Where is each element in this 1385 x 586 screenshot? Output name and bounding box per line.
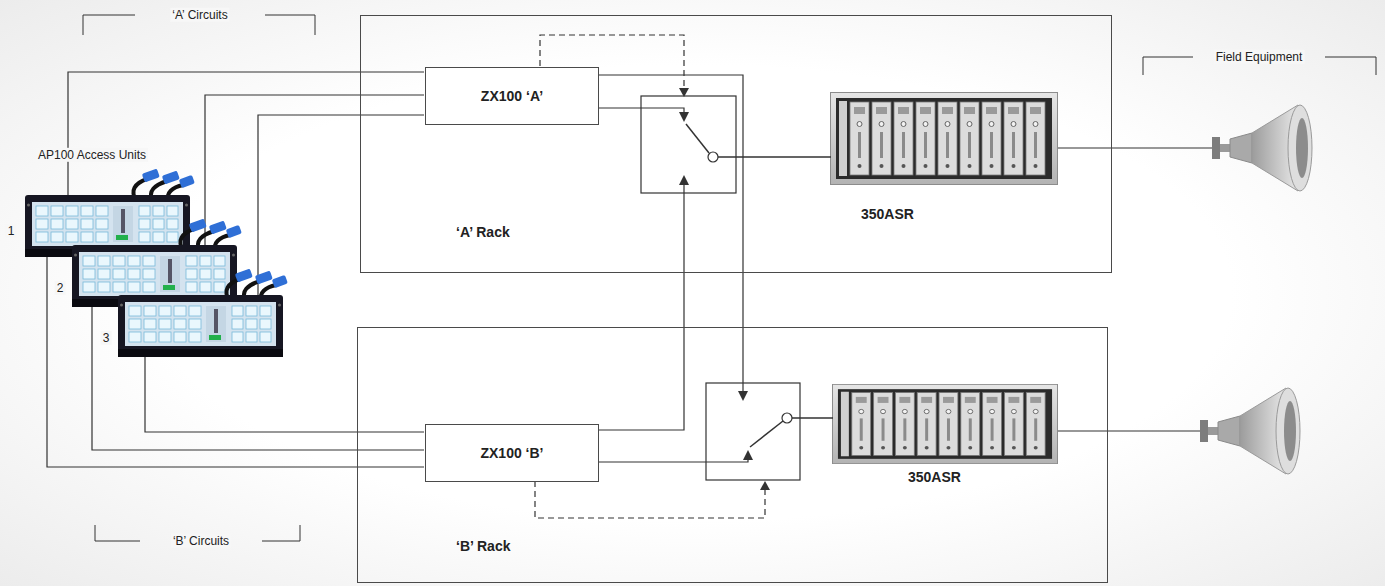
router-name: ZX100 ‘A’	[481, 88, 543, 105]
art-part	[760, 481, 770, 490]
amplifier-rack	[831, 93, 1058, 185]
amplifier-rack	[832, 384, 1057, 463]
equipment-rack: ‘A’ Rack ZX100 ‘A’ 350ASR	[360, 15, 1112, 273]
callout-number: 3	[101, 331, 112, 345]
group-label: ‘A’ Circuits	[170, 8, 229, 22]
router-name: ZX100 ‘B’	[480, 445, 543, 462]
horn-speaker	[1212, 105, 1312, 191]
wire	[145, 357, 424, 432]
wire	[258, 115, 424, 295]
rack-title: ‘B’ Rack	[456, 538, 510, 555]
access-unit	[118, 269, 288, 357]
art-part	[708, 152, 718, 162]
rack-title: ‘A’ Rack	[456, 224, 510, 241]
access-unit	[25, 169, 195, 257]
art-part	[686, 124, 709, 153]
device-label: 350ASR	[908, 469, 961, 486]
changeover-switch	[706, 383, 800, 490]
wire	[205, 95, 424, 245]
art-part	[679, 88, 689, 97]
art-part	[706, 383, 800, 480]
bracket-line	[262, 525, 300, 541]
bracket-line	[83, 15, 135, 35]
art-part	[750, 421, 783, 447]
router-box: ZX100 ‘B’	[425, 424, 599, 482]
circuit-wires	[47, 72, 1212, 467]
horn-speaker	[1200, 388, 1300, 474]
amplifier-node: 350ASR	[831, 93, 1059, 225]
equipment-rack: ‘B’ Rack ZX100 ‘B’ 350ASR	[357, 327, 1108, 583]
art-part	[641, 96, 736, 193]
bracket-line	[1143, 57, 1193, 75]
signal-line	[599, 157, 831, 430]
signal-line	[599, 75, 833, 418]
signal-line	[599, 108, 831, 157]
bracket-line	[265, 15, 315, 35]
callout-number: 1	[6, 224, 17, 238]
access-unit	[72, 219, 242, 307]
dashed-line	[535, 481, 765, 518]
wire	[68, 72, 424, 195]
bracket-line	[95, 525, 140, 541]
router-box: ZX100 ‘A’	[425, 67, 599, 125]
bracket-line	[1325, 57, 1376, 75]
group-label: ‘B’ Circuits	[171, 534, 231, 548]
device-label: 350ASR	[861, 206, 914, 223]
callout-number: 2	[55, 281, 66, 295]
wire	[1058, 147, 1212, 148]
group-bracket	[83, 15, 1376, 541]
group-label: Field Equipment	[1214, 50, 1305, 64]
changeover-switch	[641, 88, 736, 193]
art-part	[782, 413, 792, 423]
unit-group-label: AP100 Access Units	[36, 148, 148, 162]
amplifier-node: 350ASR	[833, 385, 1059, 485]
wire	[1058, 430, 1200, 431]
signal-line	[599, 418, 833, 462]
